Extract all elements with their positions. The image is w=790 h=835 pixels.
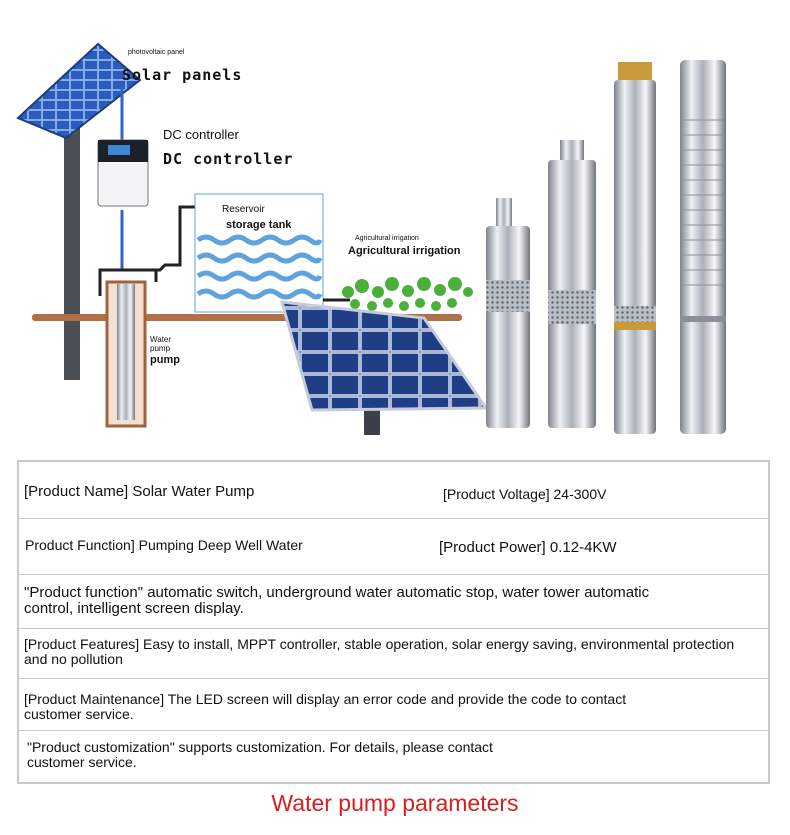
product-pump-2 xyxy=(548,140,596,428)
product-pump-1 xyxy=(486,198,530,428)
water-pump-small-label-1: Water xyxy=(150,335,172,344)
product-pump-4 xyxy=(680,60,726,434)
dc-controller-screen xyxy=(108,145,130,155)
spec-row-1: [Product Name] Solar Water Pump [Product… xyxy=(19,462,768,518)
illustration-graphics xyxy=(16,42,726,435)
product-power: [Product Power] 0.12-4KW xyxy=(439,539,617,556)
agri-small-label: Agricultural irrigation xyxy=(355,235,419,242)
product-pump-3 xyxy=(614,62,656,434)
pipe-well-top xyxy=(98,268,158,296)
product-name: [Product Name] Solar Water Pump xyxy=(24,483,255,500)
product-maintenance: [Product Maintenance] The LED screen wil… xyxy=(24,691,627,722)
dc-controller-large-label: DC controller xyxy=(163,150,294,168)
photovoltaic-label: photovoltaic panel xyxy=(128,49,185,56)
solar-panel-top xyxy=(16,42,142,140)
spec-row-6: "Product customization" supports customi… xyxy=(19,730,768,784)
reservoir-label: Reservoir xyxy=(222,204,265,215)
product-function-short: Product Function] Pumping Deep Well Wate… xyxy=(25,537,303,553)
storage-tank-label: storage tank xyxy=(226,219,292,231)
panel-pole xyxy=(64,118,80,380)
dc-controller-small-label: DC controller xyxy=(163,127,239,142)
caption: Water pump parameters xyxy=(271,790,519,816)
spec-table: [Product Name] Solar Water Pump [Product… xyxy=(17,460,770,784)
solar-panels-label: Solar panels xyxy=(122,66,243,84)
spec-row-2: Product Function] Pumping Deep Well Wate… xyxy=(19,518,768,574)
spec-row-5: [Product Maintenance] The LED screen wil… xyxy=(19,678,768,730)
spec-row-3: "Product function" automatic switch, und… xyxy=(19,574,768,628)
agri-large-label: Agricultural irrigation xyxy=(348,245,461,257)
product-features: [Product Features] Easy to install, MPPT… xyxy=(24,636,735,667)
crops xyxy=(342,277,473,311)
reservoir-waves xyxy=(196,234,323,300)
product-customization: "Product customization" supports customi… xyxy=(27,739,493,770)
solar-pump-illustration: photovoltaic panel Solar panels DC contr… xyxy=(16,42,726,435)
water-pump-large-label: pump xyxy=(150,354,180,366)
pipe-to-tank xyxy=(136,205,220,272)
product-function-detail: "Product function" automatic switch, und… xyxy=(24,584,650,617)
well-pump xyxy=(117,284,135,420)
product-voltage: [Product Voltage] 24-300V xyxy=(443,486,607,502)
spec-row-4: [Product Features] Easy to install, MPPT… xyxy=(19,628,768,678)
water-pump-small-label-2: pump xyxy=(150,344,171,353)
